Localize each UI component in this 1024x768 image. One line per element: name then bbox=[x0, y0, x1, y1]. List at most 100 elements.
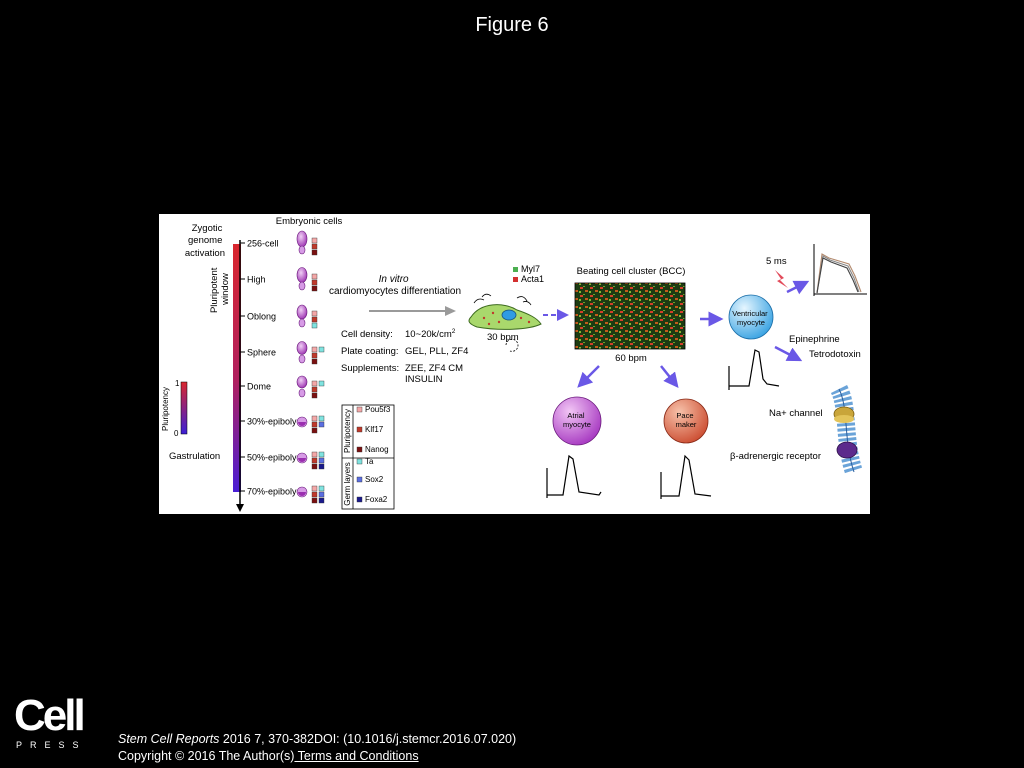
stim-bolt-icon bbox=[775, 270, 788, 288]
marker-square bbox=[318, 491, 325, 498]
plate-coating-value: GEL, PLL, ZF4 bbox=[405, 346, 468, 357]
marker-square bbox=[311, 421, 318, 428]
marker-square bbox=[318, 457, 325, 464]
marker-square bbox=[318, 485, 325, 492]
legend-swatch bbox=[356, 406, 363, 413]
logo-word: Cell bbox=[14, 691, 86, 740]
ventricular-myocyte bbox=[728, 294, 774, 340]
marker-square bbox=[311, 279, 318, 286]
embryo-icon bbox=[296, 486, 308, 498]
zga-label: Zygotic genome activation bbox=[185, 223, 225, 259]
pluripotent-window-label: Pluripotent window bbox=[209, 265, 231, 313]
marker-square bbox=[311, 380, 318, 387]
marker-myl7: Myl7 bbox=[521, 264, 540, 274]
marker-square bbox=[311, 491, 318, 498]
bcc-title: Beating cell cluster (BCC) bbox=[577, 266, 686, 277]
stage-marker-squares bbox=[311, 346, 325, 365]
tetrodotoxin-label: Tetrodotoxin bbox=[809, 349, 861, 360]
stage-label: Oblong bbox=[247, 312, 276, 322]
marker-square bbox=[311, 415, 318, 422]
gastrulation-label: Gastrulation bbox=[169, 451, 220, 462]
marker-square bbox=[311, 316, 318, 323]
marker-legend: Pluripotency Germ layers Pou5f3Klf17Nano… bbox=[341, 404, 395, 510]
pacemaker-cell bbox=[663, 398, 709, 444]
stage-marker-squares bbox=[311, 310, 318, 329]
svg-text:Atrial myocyte: Atrial myocyte bbox=[563, 411, 591, 429]
legend-swatch bbox=[356, 458, 363, 465]
cell-press-logo: Cell PRESS bbox=[14, 694, 87, 751]
pluripotent-window-bar bbox=[233, 244, 241, 492]
embryo-icon bbox=[296, 452, 308, 464]
marker-square bbox=[318, 346, 325, 353]
legend-pluripotency-group: Pluripotency bbox=[343, 409, 352, 453]
stage-marker-squares bbox=[311, 415, 325, 434]
stage-label: 256-cell bbox=[247, 239, 279, 249]
marker-square bbox=[318, 463, 325, 470]
supplements-value: ZEE, ZF4 CM bbox=[405, 363, 463, 374]
atrial-label: Atrial bbox=[567, 411, 584, 420]
legend-label: Foxa2 bbox=[365, 495, 388, 504]
marker-square bbox=[311, 237, 318, 244]
svg-text:10~20k/cm2: 10~20k/cm2 bbox=[405, 328, 456, 340]
marker-square bbox=[318, 451, 325, 458]
marker-square bbox=[318, 415, 325, 422]
marker-square bbox=[311, 285, 318, 292]
logo-press: PRESS bbox=[16, 740, 87, 750]
legend-label: Pou5f3 bbox=[365, 405, 391, 414]
marker-square bbox=[311, 249, 318, 256]
marker-square bbox=[311, 392, 318, 399]
marker-square bbox=[311, 485, 318, 492]
pluripotency-min: 0 bbox=[174, 429, 179, 438]
marker-square bbox=[311, 457, 318, 464]
stage-label: High bbox=[247, 275, 266, 285]
embryo-icon bbox=[296, 230, 308, 255]
marker-square bbox=[311, 243, 318, 250]
na-channel-label: Na+ channel bbox=[769, 408, 823, 419]
citation-details: 2016 7, 370-382DOI: (10.1016/j.stemcr.20… bbox=[219, 732, 517, 746]
marker-square bbox=[311, 322, 318, 329]
pluripotency-scale-label: Pluripotency bbox=[161, 387, 170, 431]
in-vitro-title: In vitro cardiomyocytes differentiation bbox=[329, 274, 461, 297]
legend-germ-group: Germ layers bbox=[343, 462, 352, 506]
embryonic-cells-label: Embryonic cells bbox=[276, 216, 343, 227]
embryo-icon bbox=[296, 267, 308, 291]
legend-label: Nanog bbox=[365, 445, 389, 454]
pacemaker-label: Pace bbox=[676, 411, 693, 420]
citation: Stem Cell Reports 2016 7, 370-382DOI: (1… bbox=[118, 731, 516, 765]
ventricular-label: Ventricular bbox=[732, 309, 768, 318]
legend-label: Klf17 bbox=[365, 425, 384, 434]
beta-receptor-label: β-adrenergic receptor bbox=[730, 451, 821, 462]
legend-swatch bbox=[356, 426, 363, 433]
embryo-icon bbox=[296, 416, 308, 428]
legend-label: Ta bbox=[365, 457, 374, 466]
stim-label: 5 ms bbox=[766, 256, 787, 267]
legend-swatch bbox=[356, 476, 363, 483]
epinephrine-label: Epinephrine bbox=[789, 334, 840, 345]
svg-text:Pace maker: Pace maker bbox=[676, 411, 697, 429]
marker-square bbox=[311, 346, 318, 353]
stage-marker-squares bbox=[311, 273, 318, 292]
terms-link[interactable]: Terms and Conditions bbox=[294, 749, 419, 763]
embryo-icon bbox=[296, 341, 308, 364]
svg-text:Ventricular myocyte: Ventricular myocyte bbox=[732, 309, 770, 327]
stage-marker-squares bbox=[311, 485, 325, 504]
ventricular-ap-traces bbox=[813, 244, 867, 296]
stage-marker-squares bbox=[311, 380, 325, 399]
legend-swatch bbox=[356, 446, 363, 453]
atrial-myocyte bbox=[552, 396, 602, 446]
marker-square bbox=[311, 273, 318, 280]
atrial-ap-trace bbox=[546, 454, 602, 498]
beta-receptor-protein bbox=[836, 441, 858, 459]
marker-square bbox=[318, 421, 325, 428]
marker-square bbox=[311, 386, 318, 393]
marker-square bbox=[311, 427, 318, 434]
marker-square bbox=[311, 358, 318, 365]
marker-square bbox=[318, 497, 325, 504]
copyright: Copyright © 2016 The Author(s) bbox=[118, 749, 295, 763]
pluripotency-scale-bar bbox=[180, 381, 188, 435]
stage-marker-squares bbox=[311, 237, 318, 256]
legend-swatch bbox=[356, 496, 363, 503]
marker-square bbox=[311, 497, 318, 504]
stage-label: 70%-epiboly bbox=[247, 487, 297, 497]
marker-square bbox=[311, 352, 318, 359]
